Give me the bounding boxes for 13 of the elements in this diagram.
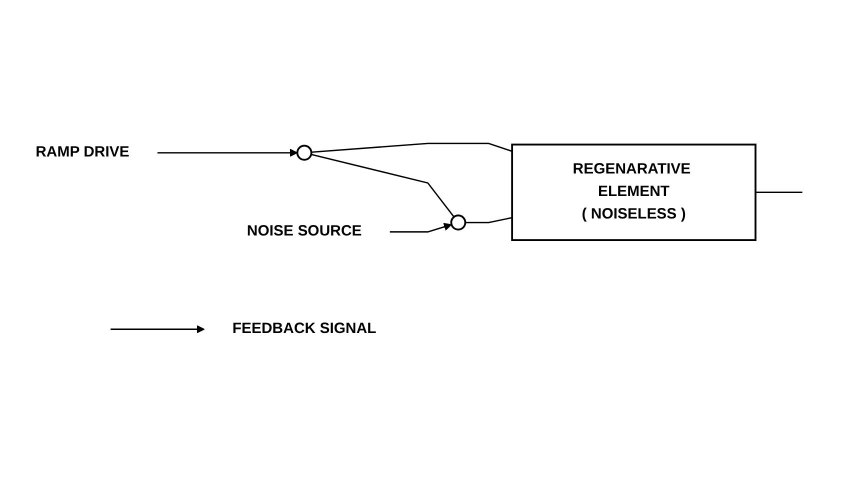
process-box: REGENARATIVE ELEMENT ( NOISELESS )	[511, 144, 756, 241]
arrow	[110, 325, 205, 334]
text-label: FEEDBACK SIGNAL	[232, 320, 376, 337]
connector-line	[311, 154, 455, 218]
junction-circle	[296, 144, 312, 161]
junction-circle	[450, 214, 466, 230]
arrow	[390, 222, 452, 233]
text-label: NOISE SOURCE	[246, 223, 362, 240]
connector-line	[465, 216, 512, 224]
arrow	[157, 148, 298, 157]
connector-line	[311, 142, 512, 153]
connector-line	[756, 192, 802, 194]
text-label: RAMP DRIVE	[36, 144, 130, 160]
